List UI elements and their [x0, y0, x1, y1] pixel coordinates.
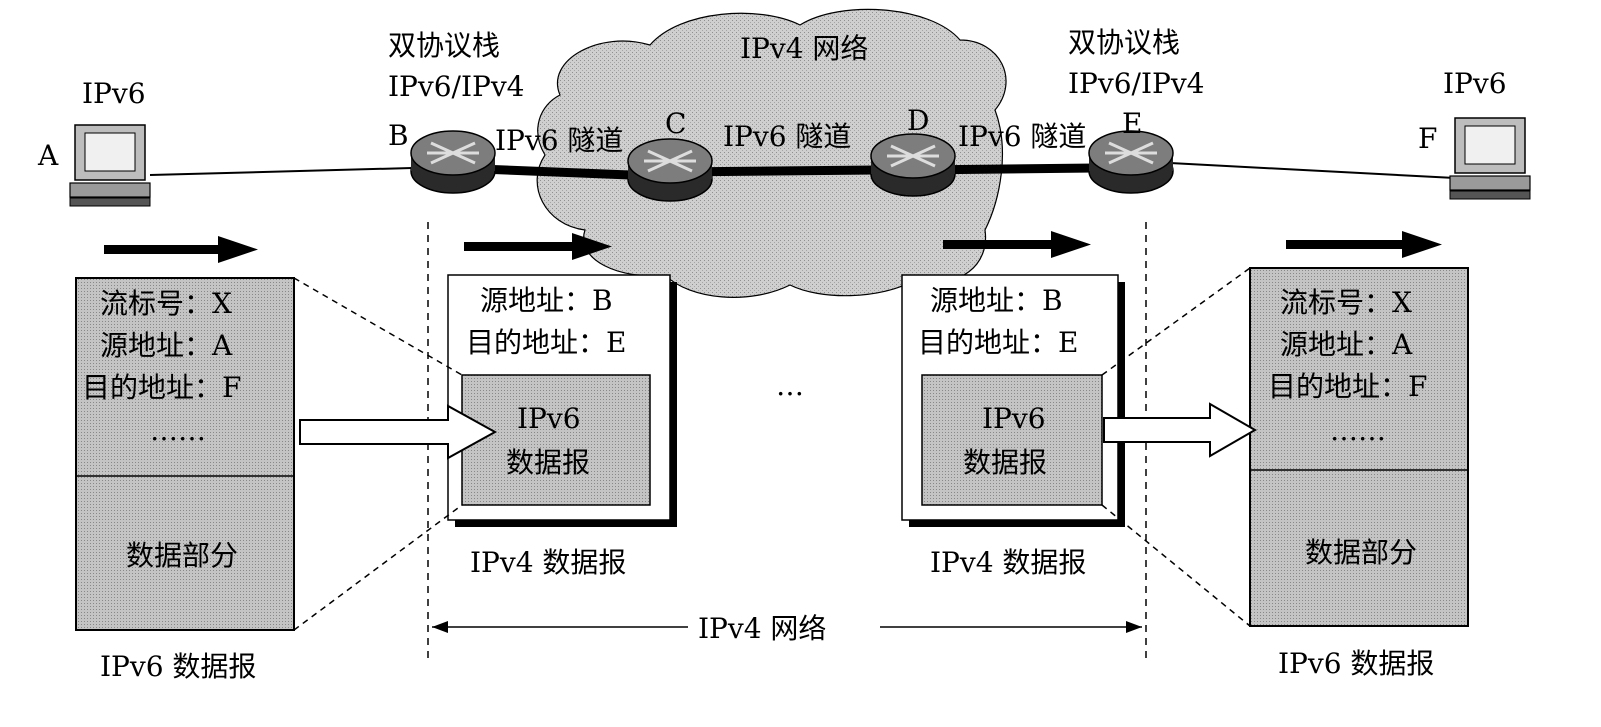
left-ipv4-datagram: 源地址：B 目的地址：E IPv6 数据报 IPv4 数据报 [447, 274, 677, 579]
zoom-lines [293, 267, 1251, 631]
right-ipv4-header-dst: 目的地址：E [918, 326, 1078, 359]
bottom-span-label: IPv4 网络 [698, 612, 826, 645]
link-e-f [1169, 162, 1456, 179]
right-ipv6-header-src: 源地址：A [1280, 328, 1413, 361]
direction-arrow [104, 236, 258, 263]
left-ipv6-caption: IPv6 数据报 [100, 650, 256, 683]
left-ipv6-header-flow: 流标号：X [100, 287, 232, 320]
direction-arrow [943, 231, 1091, 258]
router-b [410, 130, 496, 194]
computer-icon [1449, 117, 1531, 200]
right-ipv4-inner-line2: 数据报 [963, 446, 1047, 479]
computer-icon [69, 124, 151, 207]
left-ipv4-header-dst: 目的地址：E [466, 326, 626, 359]
right-ipv6-header-dst: 目的地址：F [1268, 370, 1427, 403]
host-a-type: IPv6 [82, 77, 146, 110]
left-ipv6-header-src: 源地址：A [100, 329, 233, 362]
router-b-stack-title: 双协议栈 [388, 29, 500, 62]
router-d [870, 133, 956, 197]
node-label-c: C [665, 107, 686, 140]
cloud-label: IPv4 网络 [740, 32, 868, 65]
tunnel-label-1: IPv6 隧道 [495, 124, 623, 157]
router-icon [870, 133, 956, 197]
tunnel-label-3: IPv6 隧道 [958, 120, 1086, 153]
host-a [69, 124, 151, 207]
right-ipv6-datagram: 流标号：X 源地址：A 目的地址：F …… 数据部分 IPv6 数据报 [1249, 267, 1469, 680]
host-f-type: IPv6 [1443, 67, 1507, 100]
right-ipv4-inner-line1: IPv6 [982, 402, 1046, 435]
right-ipv4-caption: IPv4 数据报 [930, 546, 1086, 579]
left-ipv6-data-label: 数据部分 [126, 539, 238, 572]
left-ipv4-inner-line2: 数据报 [506, 446, 590, 479]
left-ipv6-datagram: 流标号：X 源地址：A 目的地址：F …… 数据部分 IPv6 数据报 [75, 277, 295, 683]
hollow-arrow [299, 404, 498, 460]
right-ipv6-header-more: …… [1330, 414, 1386, 447]
router-c [627, 138, 713, 202]
right-ipv6-data-label: 数据部分 [1305, 536, 1417, 569]
hollow-arrow [1103, 402, 1257, 458]
right-ipv6-caption: IPv6 数据报 [1278, 647, 1434, 680]
router-e [1088, 130, 1174, 194]
left-ipv4-header-src: 源地址：B [480, 284, 613, 317]
router-e-stack-title: 双协议栈 [1068, 26, 1180, 59]
right-ipv6-header-flow: 流标号：X [1280, 286, 1412, 319]
node-label-a: A [37, 139, 59, 172]
router-icon [410, 130, 496, 194]
node-label-b: B [388, 119, 409, 152]
direction-arrow [464, 233, 612, 260]
node-label-d: D [907, 104, 929, 137]
router-icon [1088, 130, 1174, 194]
right-ipv4-datagram: 源地址：B 目的地址：E IPv6 数据报 IPv4 数据报 [901, 274, 1125, 579]
node-label-f: F [1418, 122, 1437, 155]
link-a-b [149, 167, 413, 176]
router-e-stack-versions: IPv6/IPv4 [1068, 67, 1205, 100]
left-ipv6-header-dst: 目的地址：F [82, 371, 241, 404]
bottom-span: IPv4 网络 [432, 612, 1142, 645]
router-b-stack-versions: IPv6/IPv4 [388, 70, 525, 103]
left-ipv4-inner-line1: IPv6 [517, 402, 581, 435]
left-ipv4-caption: IPv4 数据报 [470, 546, 626, 579]
ellipsis: … [776, 369, 804, 402]
router-icon [627, 138, 713, 202]
node-label-e: E [1122, 107, 1142, 140]
host-f [1449, 117, 1531, 200]
tunnel-label-2: IPv6 隧道 [723, 120, 851, 153]
left-ipv6-header-more: …… [150, 414, 206, 447]
direction-arrow [1286, 231, 1442, 258]
right-ipv4-header-src: 源地址：B [930, 284, 1063, 317]
